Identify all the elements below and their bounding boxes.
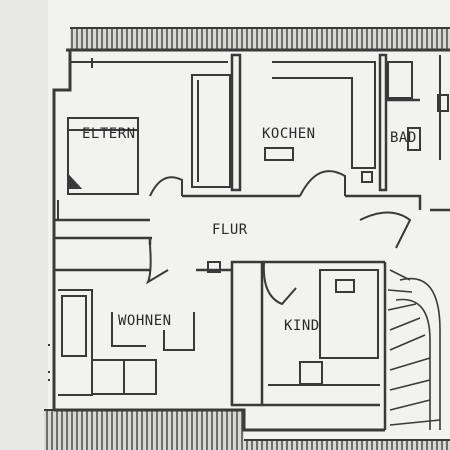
room-label-flur: FLUR <box>212 222 248 238</box>
room-label-eltern: ELTERN <box>82 126 136 142</box>
interior-walls <box>54 53 450 430</box>
outer-walls <box>52 48 450 432</box>
staircase <box>387 269 441 430</box>
eltern-closet <box>70 58 231 188</box>
room-label-bad: BAD <box>390 130 417 146</box>
flur-outline <box>148 194 422 245</box>
top-hatched-strip <box>70 27 450 51</box>
eltern-bed <box>67 117 139 195</box>
kind-furniture <box>268 269 380 386</box>
room-label-kochen: KOCHEN <box>262 126 316 142</box>
bad-fixtures <box>387 55 449 160</box>
room-label-wohnen: WOHNEN <box>118 313 172 329</box>
room-label-kind: KIND <box>284 318 320 334</box>
left-margin-shadow <box>0 0 48 450</box>
wohnen-furniture <box>58 289 195 396</box>
bottom-hatched-strip <box>44 409 450 450</box>
flur-doors <box>145 170 412 306</box>
kochen-counter <box>264 61 376 183</box>
left-wall-marks <box>48 200 59 381</box>
